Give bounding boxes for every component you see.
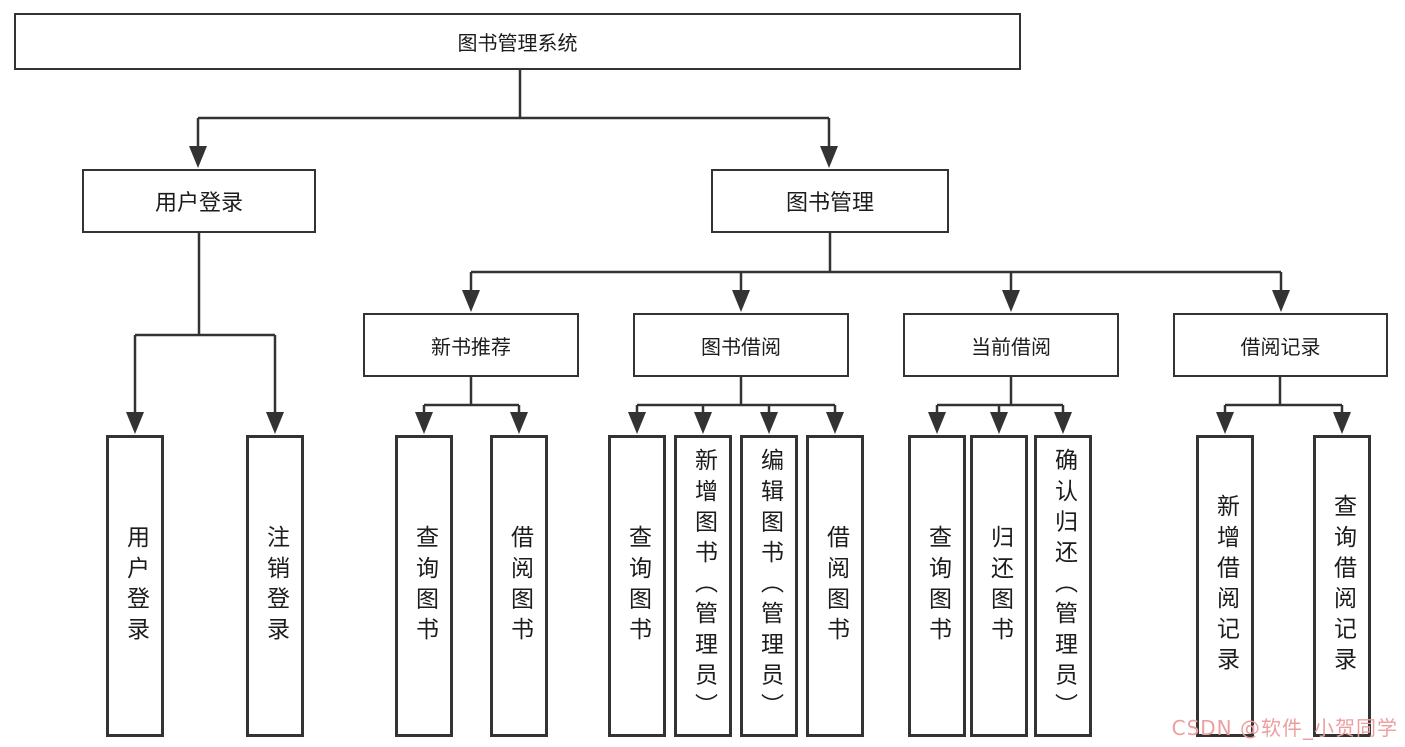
csdn-watermark: CSDN @软件_小贺同学 <box>1171 716 1398 740</box>
leaf-records-add-record: 新增借阅记录 <box>1196 435 1254 737</box>
node-book-management: 图书管理 <box>711 169 949 233</box>
leaf-newbook-query-books: 查询图书 <box>395 435 453 737</box>
leaf-current-confirm-return-admin: 确认归还（管理员） <box>1034 435 1092 737</box>
leaf-newbook-borrow-books: 借阅图书 <box>490 435 548 737</box>
node-borrow-records: 借阅记录 <box>1173 313 1388 377</box>
leaf-borrow-edit-books-admin: 编辑图书（管理员） <box>740 435 798 737</box>
leaf-current-return-books: 归还图书 <box>970 435 1028 737</box>
node-current-borrow: 当前借阅 <box>903 313 1119 377</box>
leaf-borrow-query-books: 查询图书 <box>608 435 666 737</box>
leaf-current-query-books: 查询图书 <box>908 435 966 737</box>
leaf-records-query-record: 查询借阅记录 <box>1313 435 1371 737</box>
leaf-borrow-borrow-books: 借阅图书 <box>806 435 864 737</box>
leaf-user-login: 用户登录 <box>106 435 164 737</box>
node-new-book-recommend: 新书推荐 <box>363 313 579 377</box>
node-book-management-system: 图书管理系统 <box>14 13 1021 70</box>
node-user-login: 用户登录 <box>82 169 316 233</box>
leaf-borrow-add-books-admin: 新增图书（管理员） <box>674 435 732 737</box>
leaf-logout: 注销登录 <box>246 435 304 737</box>
node-book-borrow: 图书借阅 <box>633 313 849 377</box>
